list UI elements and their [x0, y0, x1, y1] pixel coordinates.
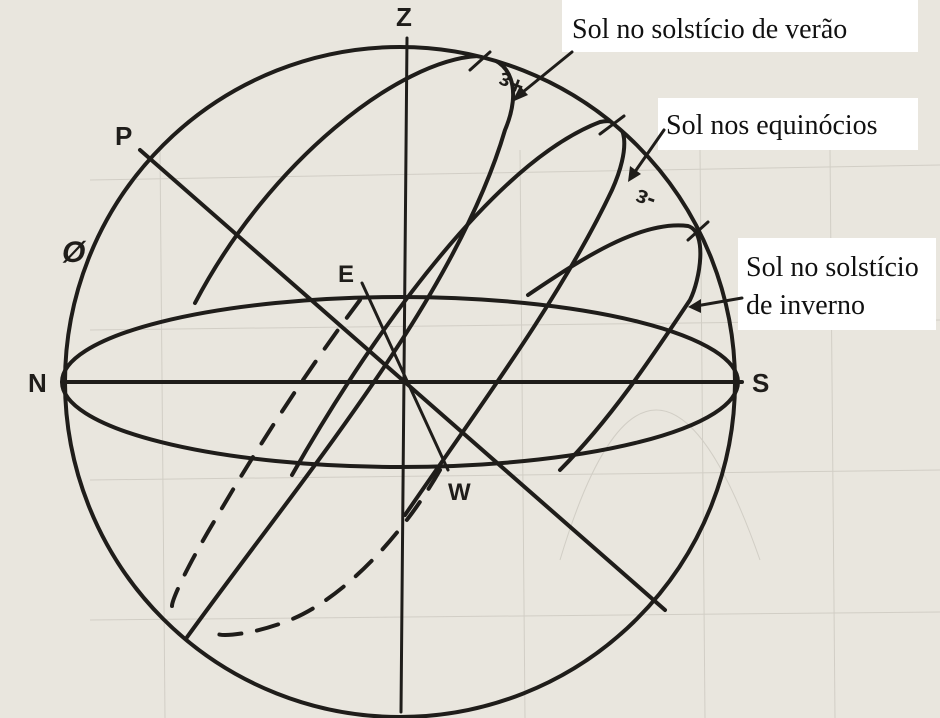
- winter-arrowhead: [688, 299, 701, 313]
- polar-axis: [138, 148, 667, 612]
- caption-box-summer: [562, 0, 918, 52]
- label-zenith: Z: [396, 2, 412, 32]
- winter-solstice-path: [526, 223, 703, 472]
- east-west-line: [360, 281, 450, 472]
- caption-winter-solstice-line1: Sol no solstício: [746, 252, 919, 283]
- summer-solstice-path: [183, 53, 515, 642]
- equinox-hidden-path: [216, 468, 442, 637]
- label-west: W: [448, 479, 471, 506]
- label-latitude: Ø: [62, 236, 87, 269]
- label-east: E: [338, 261, 354, 288]
- equinox-arrowhead: [628, 166, 641, 182]
- label-pole: P: [115, 121, 132, 151]
- caption-winter-solstice-line2: de inverno: [746, 290, 865, 321]
- label-north: N: [28, 368, 47, 398]
- summer-arrowhead: [512, 86, 528, 102]
- equinox-tick: [598, 114, 626, 136]
- caption-box-winter: [738, 238, 936, 330]
- label-south: S: [752, 368, 769, 398]
- caption-box-equinox: [658, 98, 918, 150]
- summer-solstice-hidden-path: [170, 298, 362, 608]
- winter-tick: [686, 220, 710, 242]
- equinox-arrow-line: [630, 128, 666, 178]
- winter-arrow-line: [694, 296, 744, 308]
- caption-summer-solstice: Sol no solstício de verão: [572, 14, 847, 45]
- caption-equinoxes: Sol nos equinócios: [666, 110, 878, 141]
- summer-arrow-line: [516, 50, 574, 98]
- summer-tick: [468, 50, 492, 72]
